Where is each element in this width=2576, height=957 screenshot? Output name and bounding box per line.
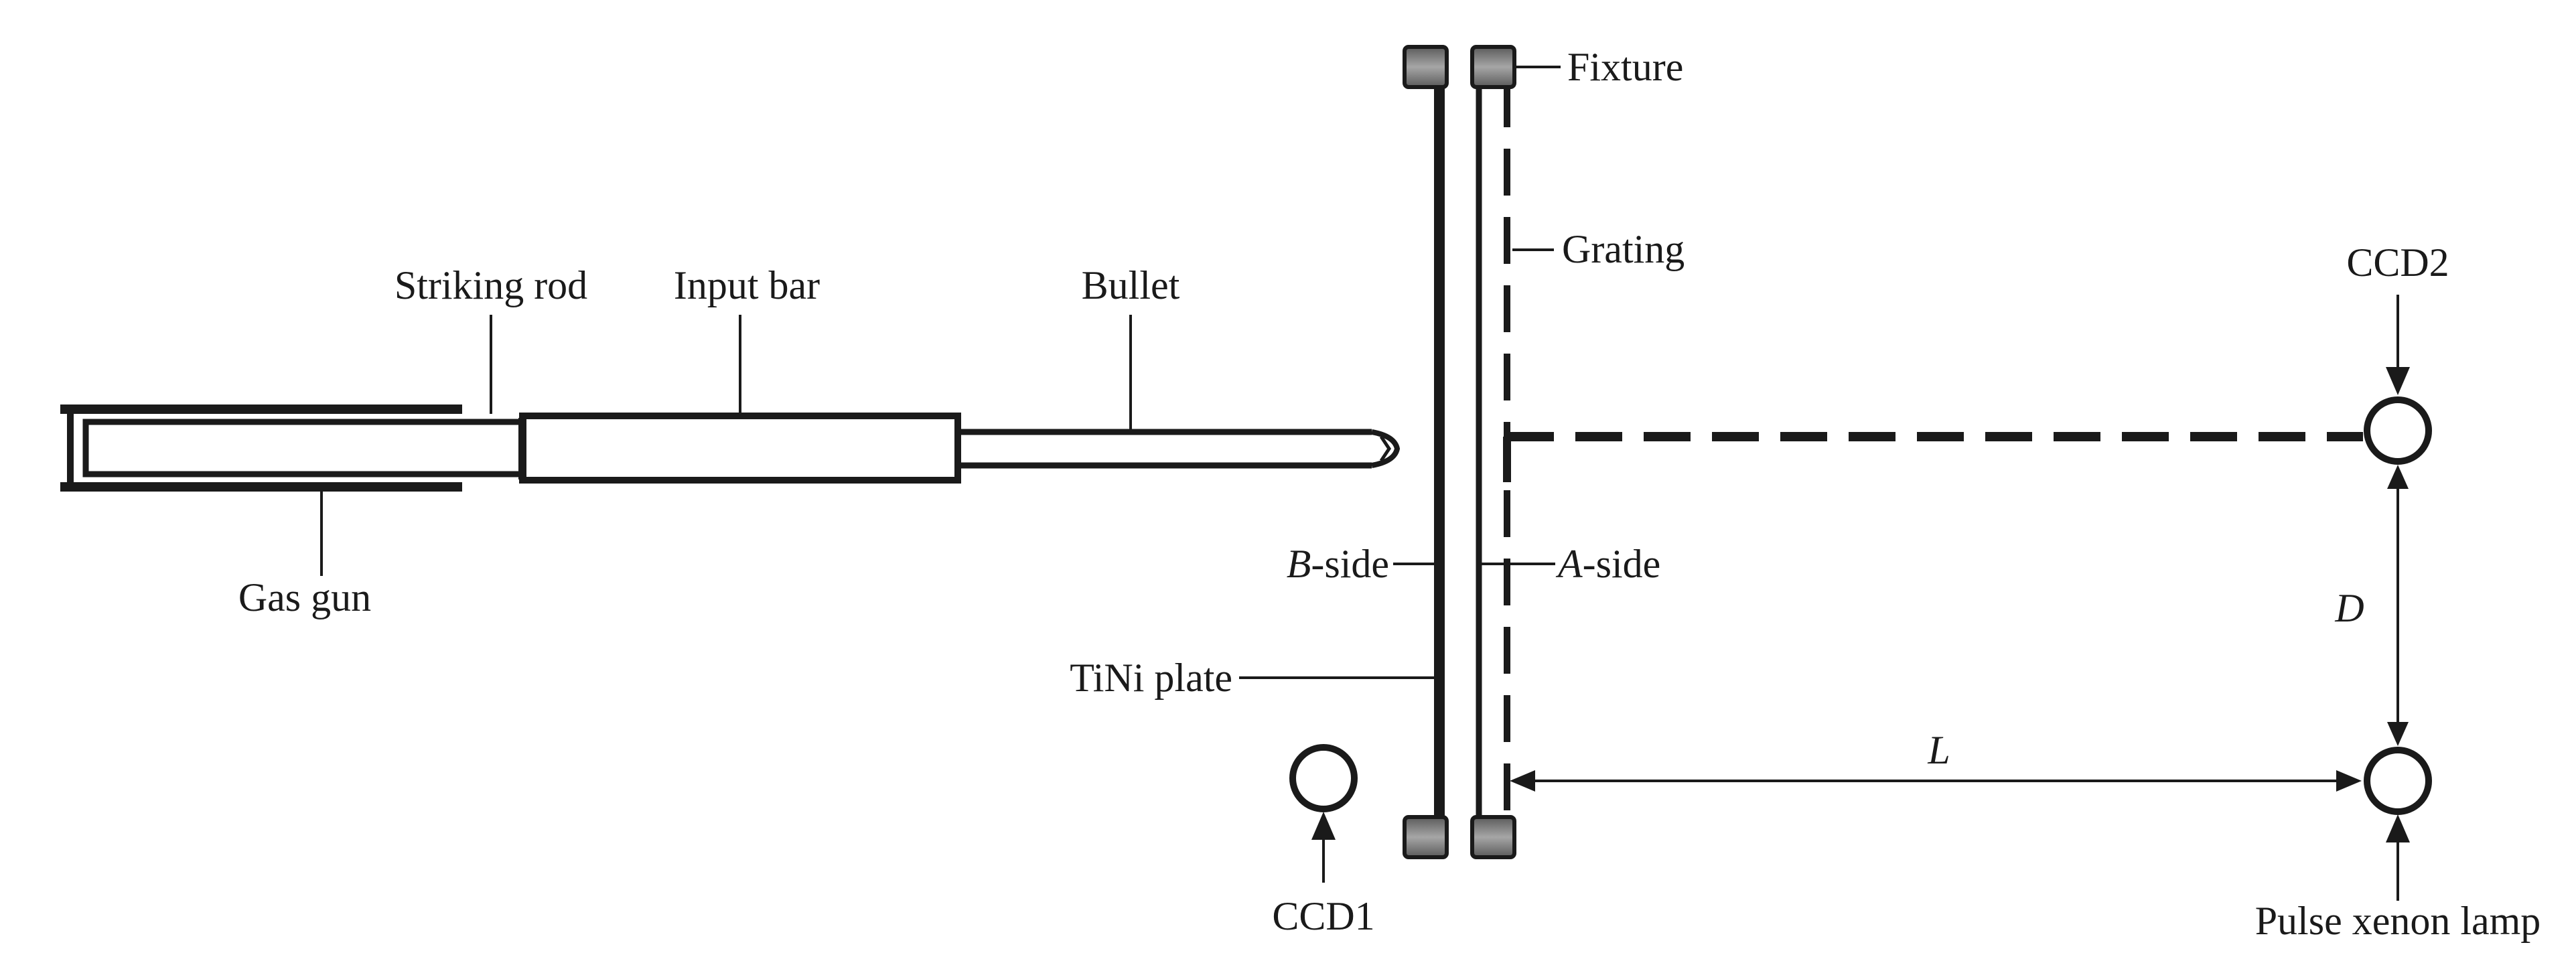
label-grating: Grating — [1562, 227, 1685, 271]
striking-rod — [82, 418, 526, 480]
label-dimension-l: L — [1927, 728, 1950, 772]
tini-plate — [1434, 70, 1482, 820]
label-a-side: A-side — [1555, 542, 1660, 586]
label-dimension-d: D — [2334, 586, 2364, 630]
d-arrow-down-icon — [2387, 722, 2409, 746]
ccd2-arrow-icon — [2386, 367, 2410, 395]
label-ccd2: CCD2 — [2346, 240, 2449, 285]
fixture — [1403, 45, 1516, 859]
lamp-arrow-icon — [2386, 814, 2410, 842]
light-path — [1503, 432, 2363, 482]
a-side-letter: A — [1555, 542, 1583, 586]
label-b-side: B-side — [1287, 542, 1389, 586]
input-bar — [519, 413, 961, 484]
b-side-suffix: -side — [1311, 542, 1389, 586]
label-gas-gun: Gas gun — [238, 575, 371, 619]
label-ccd1: CCD1 — [1272, 894, 1374, 938]
label-input-bar: Input bar — [674, 263, 820, 307]
l-arrow-left-icon — [1510, 770, 1535, 792]
d-arrow-up-icon — [2387, 465, 2409, 489]
gas-gun — [60, 404, 462, 492]
label-pulse-xenon-lamp: Pulse xenon lamp — [2255, 899, 2541, 943]
ccd2-sensor — [2364, 295, 2432, 465]
pulse-xenon-lamp — [2364, 747, 2432, 901]
ccd1-arrow-icon — [1311, 812, 1336, 840]
bullet — [954, 429, 1401, 469]
label-bullet: Bullet — [1082, 263, 1180, 307]
label-tini-plate: TiNi plate — [1070, 656, 1232, 700]
a-side-suffix: -side — [1583, 542, 1661, 586]
label-striking-rod: Striking rod — [395, 263, 587, 307]
leader-lines — [320, 66, 1561, 679]
label-fixture: Fixture — [1567, 45, 1683, 89]
b-side-letter: B — [1287, 542, 1311, 586]
l-arrow-right-icon — [2336, 770, 2362, 792]
